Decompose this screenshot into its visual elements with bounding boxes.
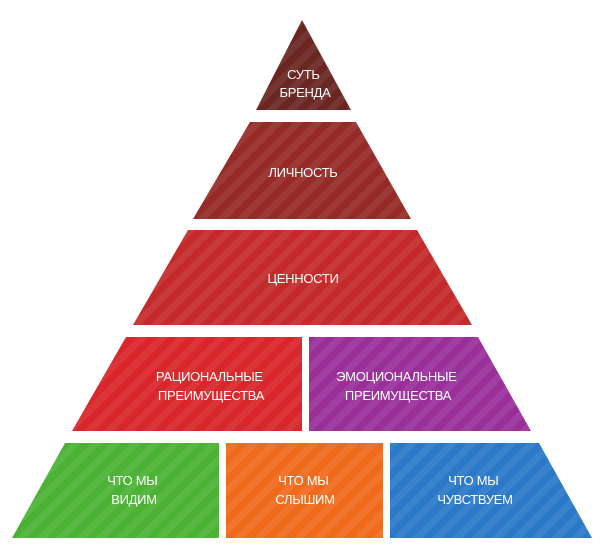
segment-what-we-feel-label-line-1: ЧТО МЫ — [448, 473, 498, 488]
segment-emotional-benefits-stripes — [309, 337, 531, 431]
segment-what-we-hear-label-line-2: СЛЫШИМ — [275, 492, 334, 507]
segment-what-we-hear: ЧТО МЫ СЛЫШИМ — [226, 443, 383, 538]
svg-text:РАЦИОНАЛЬНЫЕ ПРЕИМУЩЕСТВ: РАЦИОНАЛЬНЫЕ ПРЕИМУЩЕСТВА — [156, 369, 266, 403]
svg-text:ЭМОЦИОНАЛЬНЫЕ ПРЕИМУЩЕСТ: ЭМОЦИОНАЛЬНЫЕ ПРЕИМУЩЕСТВА — [336, 369, 460, 403]
segment-values: ЦЕННОСТИ — [133, 230, 472, 325]
segment-what-we-feel-stripes — [390, 443, 592, 538]
segment-what-we-see-label-line-2: ВИДИМ — [111, 492, 157, 507]
segment-what-we-hear-stripes — [226, 443, 383, 538]
segment-what-we-see-label-line-1: ЧТО МЫ — [107, 473, 157, 488]
segment-what-we-hear-label-line-1: ЧТО МЫ — [278, 473, 328, 488]
segment-emotional-benefits-label-line-1: ЭМОЦИОНАЛЬНЫЕ — [336, 369, 457, 384]
segment-personality-stripes — [193, 122, 411, 219]
segment-rational-benefits: РАЦИОНАЛЬНЫЕ ПРЕИМУЩЕСТВА — [72, 337, 302, 431]
svg-text:ЧТО МЫ ВИДИМ: ЧТО МЫ ВИДИМ — [107, 473, 161, 507]
segment-rational-benefits-label-line-2: ПРЕИМУЩЕСТВА — [158, 388, 265, 403]
segment-rational-benefits-stripes — [72, 337, 302, 431]
svg-text:СУТЬ БРЕНДА: СУТЬ БРЕНДА — [280, 67, 332, 100]
segment-personality-label: ЛИЧНОСТЬ — [268, 165, 337, 180]
svg-text:ЧТО МЫ СЛЫШИМ: ЧТО МЫ СЛЫШИМ — [275, 473, 334, 507]
segment-brand-essence-stripes — [256, 20, 351, 110]
segment-rational-benefits-label-line-1: РАЦИОНАЛЬНЫЕ — [156, 369, 264, 384]
svg-text:ЛИЧНОСТЬ: ЛИЧНОСТЬ — [268, 165, 337, 180]
segment-what-we-see-stripes — [12, 443, 219, 538]
segment-brand-essence-label-line-2: БРЕНДА — [280, 85, 332, 100]
segment-personality: ЛИЧНОСТЬ — [193, 122, 411, 219]
segment-emotional-benefits: ЭМОЦИОНАЛЬНЫЕ ПРЕИМУЩЕСТВА — [309, 337, 531, 431]
svg-text:ЧТО МЫ ЧУВСТВУЕМ: ЧТО МЫ ЧУВСТВУЕМ — [437, 473, 512, 507]
segment-what-we-see: ЧТО МЫ ВИДИМ — [12, 443, 219, 538]
segment-what-we-feel: ЧТО МЫ ЧУВСТВУЕМ — [390, 443, 592, 538]
segment-values-label: ЦЕННОСТИ — [267, 271, 338, 286]
segment-brand-essence: СУТЬ БРЕНДА — [256, 20, 351, 110]
svg-text:ЦЕННОСТИ: ЦЕННОСТИ — [267, 271, 338, 286]
segment-brand-essence-label-line-1: СУТЬ — [287, 67, 320, 82]
segment-what-we-feel-label-line-2: ЧУВСТВУЕМ — [437, 492, 512, 507]
segment-emotional-benefits-label-line-2: ПРЕИМУЩЕСТВА — [345, 388, 452, 403]
segment-values-stripes — [133, 230, 472, 325]
